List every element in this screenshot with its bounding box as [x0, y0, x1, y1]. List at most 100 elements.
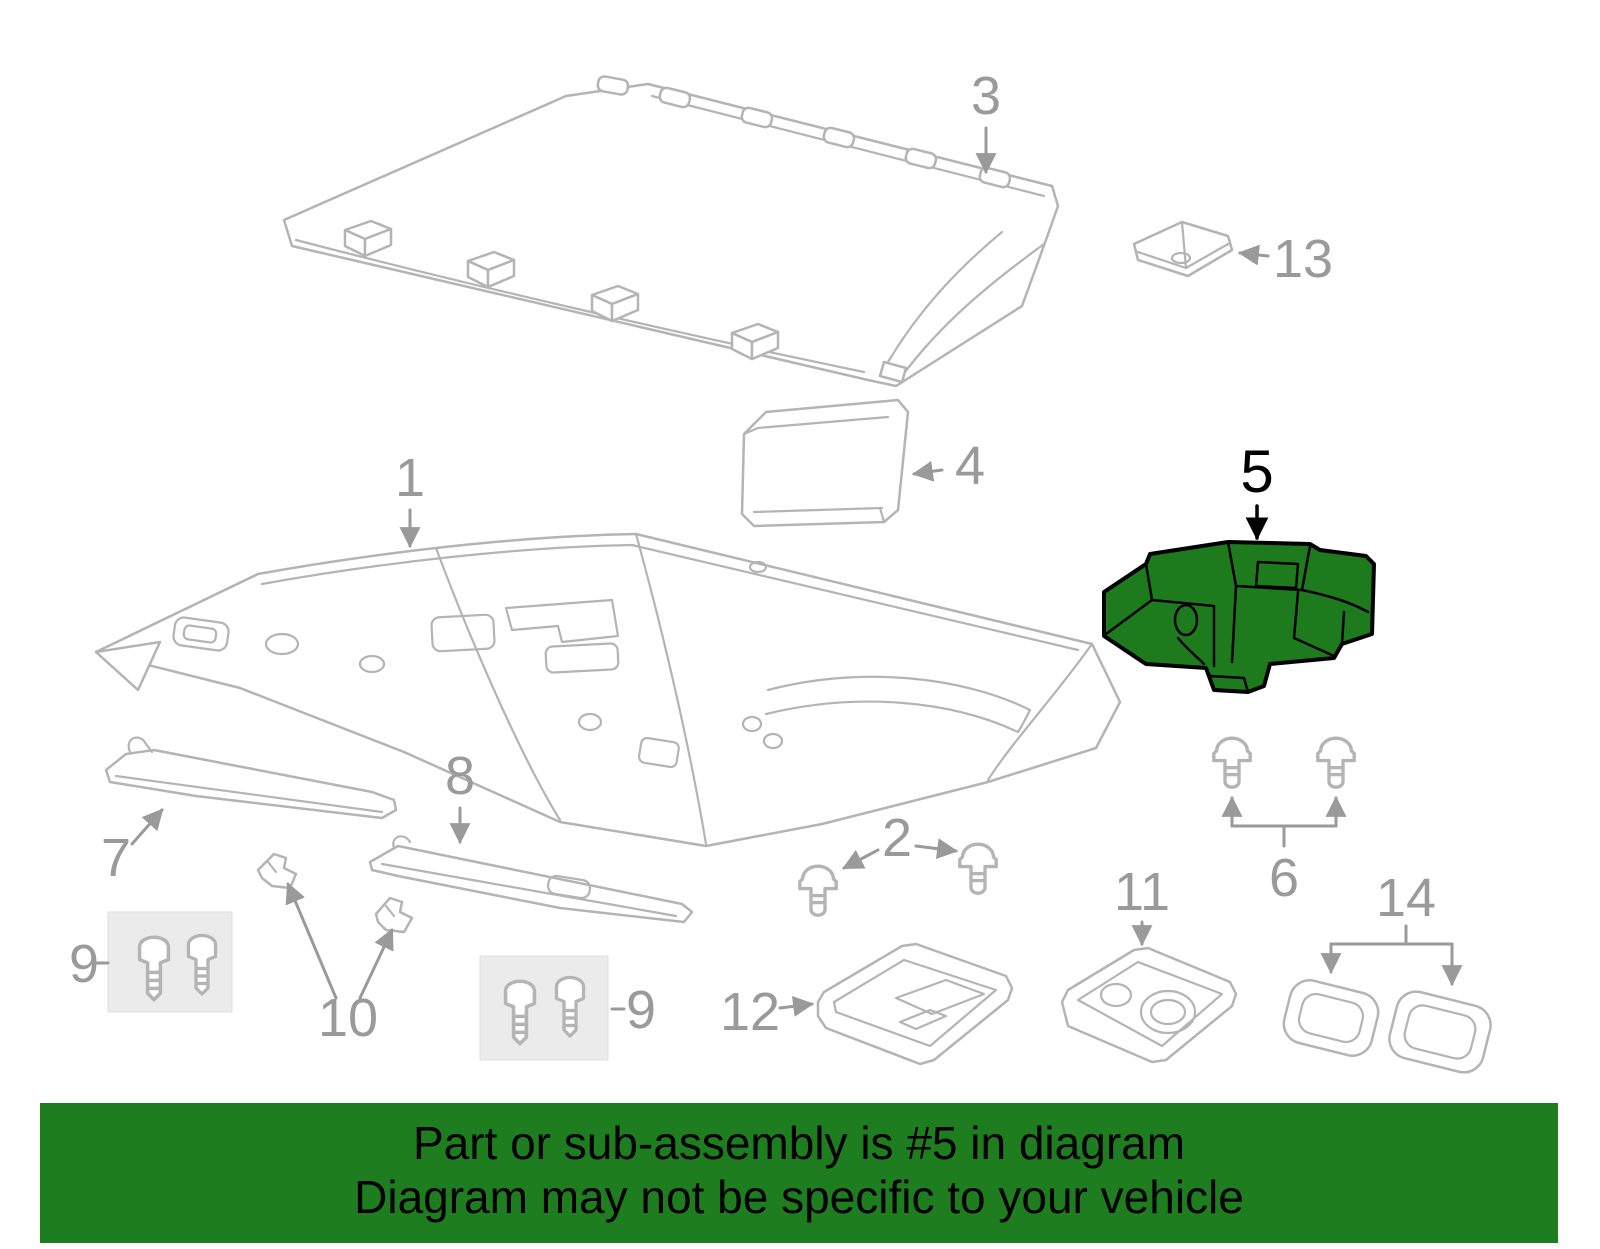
callout-10-arrow	[358, 928, 394, 1000]
callout-10-arrow	[285, 882, 338, 1000]
roof-clip-cube	[590, 284, 640, 323]
callout-4-arrow	[911, 460, 944, 482]
callout-10: 10	[285, 882, 394, 1048]
callout-14: 14	[1320, 868, 1463, 987]
roof-clip-cube	[466, 250, 516, 289]
hardware-box-part-9-left	[107, 911, 233, 1013]
console-cutout	[544, 642, 620, 674]
lens-inner	[1297, 992, 1365, 1044]
lens-outer	[1282, 979, 1380, 1057]
lamp-lens-hole	[1099, 982, 1133, 1008]
visor-hook	[127, 736, 154, 754]
cutout-hole	[748, 560, 768, 574]
contour	[832, 958, 998, 1048]
callout-12: 12	[720, 982, 815, 1042]
contour	[742, 426, 760, 436]
hardware-box	[107, 911, 233, 1013]
lens-inner	[1403, 1004, 1477, 1060]
lens-outer	[1388, 990, 1492, 1074]
contour	[384, 904, 396, 918]
sun-visor-part-7	[104, 736, 398, 820]
headliner-outline	[94, 532, 1122, 848]
cutout-hole	[264, 632, 300, 656]
contour	[1076, 960, 1224, 1048]
clips-part-10	[256, 852, 414, 934]
banner-line-2: Diagram may not be specific to your vehi…	[354, 1171, 1244, 1223]
visor-mirror	[546, 874, 592, 900]
callout-6: 6	[1221, 795, 1347, 908]
banner-line-1: Part or sub-assembly is #5 in diagram	[413, 1117, 1185, 1169]
part-5-body	[1102, 540, 1376, 694]
callout-2: 2	[842, 808, 959, 870]
callout-7: 7	[101, 808, 164, 888]
contour	[986, 642, 1094, 782]
part-5-detail-lines	[1104, 540, 1370, 694]
roof-panel-part-3	[282, 75, 1060, 388]
console-cutout	[504, 598, 620, 644]
screw-icon	[958, 842, 998, 895]
callout-8: 8	[445, 746, 475, 845]
callout-2-arrow	[842, 848, 880, 870]
roof-clip-tab	[904, 147, 938, 170]
roof-tab	[878, 360, 908, 384]
callout-2-arrow	[914, 838, 959, 860]
console-outline	[816, 942, 1014, 1066]
roof-clip-cube	[343, 219, 393, 258]
callout-4-label: 4	[955, 436, 985, 496]
hardware-box	[479, 955, 609, 1061]
contour	[752, 506, 884, 514]
dome-lamp-part-11	[1060, 946, 1238, 1064]
sun-visor-part-8	[368, 835, 694, 924]
lamp-lens-hole	[1149, 998, 1187, 1026]
bracket-hole	[1170, 251, 1192, 265]
roof-clip-tab	[658, 86, 692, 109]
console-opening	[894, 978, 986, 1016]
callout-3: 3	[971, 66, 1001, 175]
callout-13-arrow	[1237, 244, 1270, 266]
clip-pin-icon	[1316, 736, 1356, 789]
callout-12-label: 12	[720, 982, 780, 1042]
cutout-hole	[741, 715, 763, 733]
callout-13: 13	[1237, 229, 1333, 289]
callout-4: 4	[911, 436, 985, 496]
visor-outline	[368, 844, 694, 924]
visor-hook	[392, 835, 412, 850]
callout-5: 5	[1240, 438, 1274, 541]
callout-1: 1	[395, 448, 425, 549]
roof-clip-tab	[740, 106, 774, 129]
contour	[260, 543, 1080, 652]
panel-part-4	[740, 398, 910, 528]
overhead-console-part-12	[816, 942, 1014, 1066]
roof-outline	[282, 82, 1060, 388]
contour	[634, 532, 708, 846]
clips-part-6	[1212, 736, 1356, 789]
callout-9-left: 9	[69, 934, 110, 994]
contour	[294, 238, 866, 374]
callout-11: 11	[1114, 862, 1170, 947]
visor-mount-cutout	[182, 624, 218, 644]
callout-13-label: 13	[1273, 229, 1333, 289]
contour	[380, 862, 678, 918]
contour	[886, 230, 1004, 364]
contour	[434, 546, 562, 822]
callout-5-label: 5	[1240, 438, 1273, 505]
visor-outline	[104, 748, 398, 820]
callout-1-label: 1	[395, 448, 425, 508]
lens-left	[1282, 979, 1380, 1057]
callout-12-arrow	[778, 995, 815, 1017]
callout-9-right: 9	[610, 980, 656, 1040]
roof-clip-tab	[822, 126, 856, 149]
cutout-hole	[358, 654, 386, 674]
highlighted-part-5	[1102, 540, 1376, 694]
cutout-rect	[637, 736, 680, 769]
callout-2-label: 2	[882, 808, 912, 868]
callout-6-label: 6	[1269, 848, 1299, 908]
contour	[114, 774, 384, 814]
headliner-part-1	[94, 532, 1122, 848]
headliner-corner-flap	[94, 640, 162, 692]
roof-clip-tab	[596, 75, 630, 96]
lamp-outline	[1060, 946, 1238, 1064]
console-cutout	[430, 613, 496, 653]
